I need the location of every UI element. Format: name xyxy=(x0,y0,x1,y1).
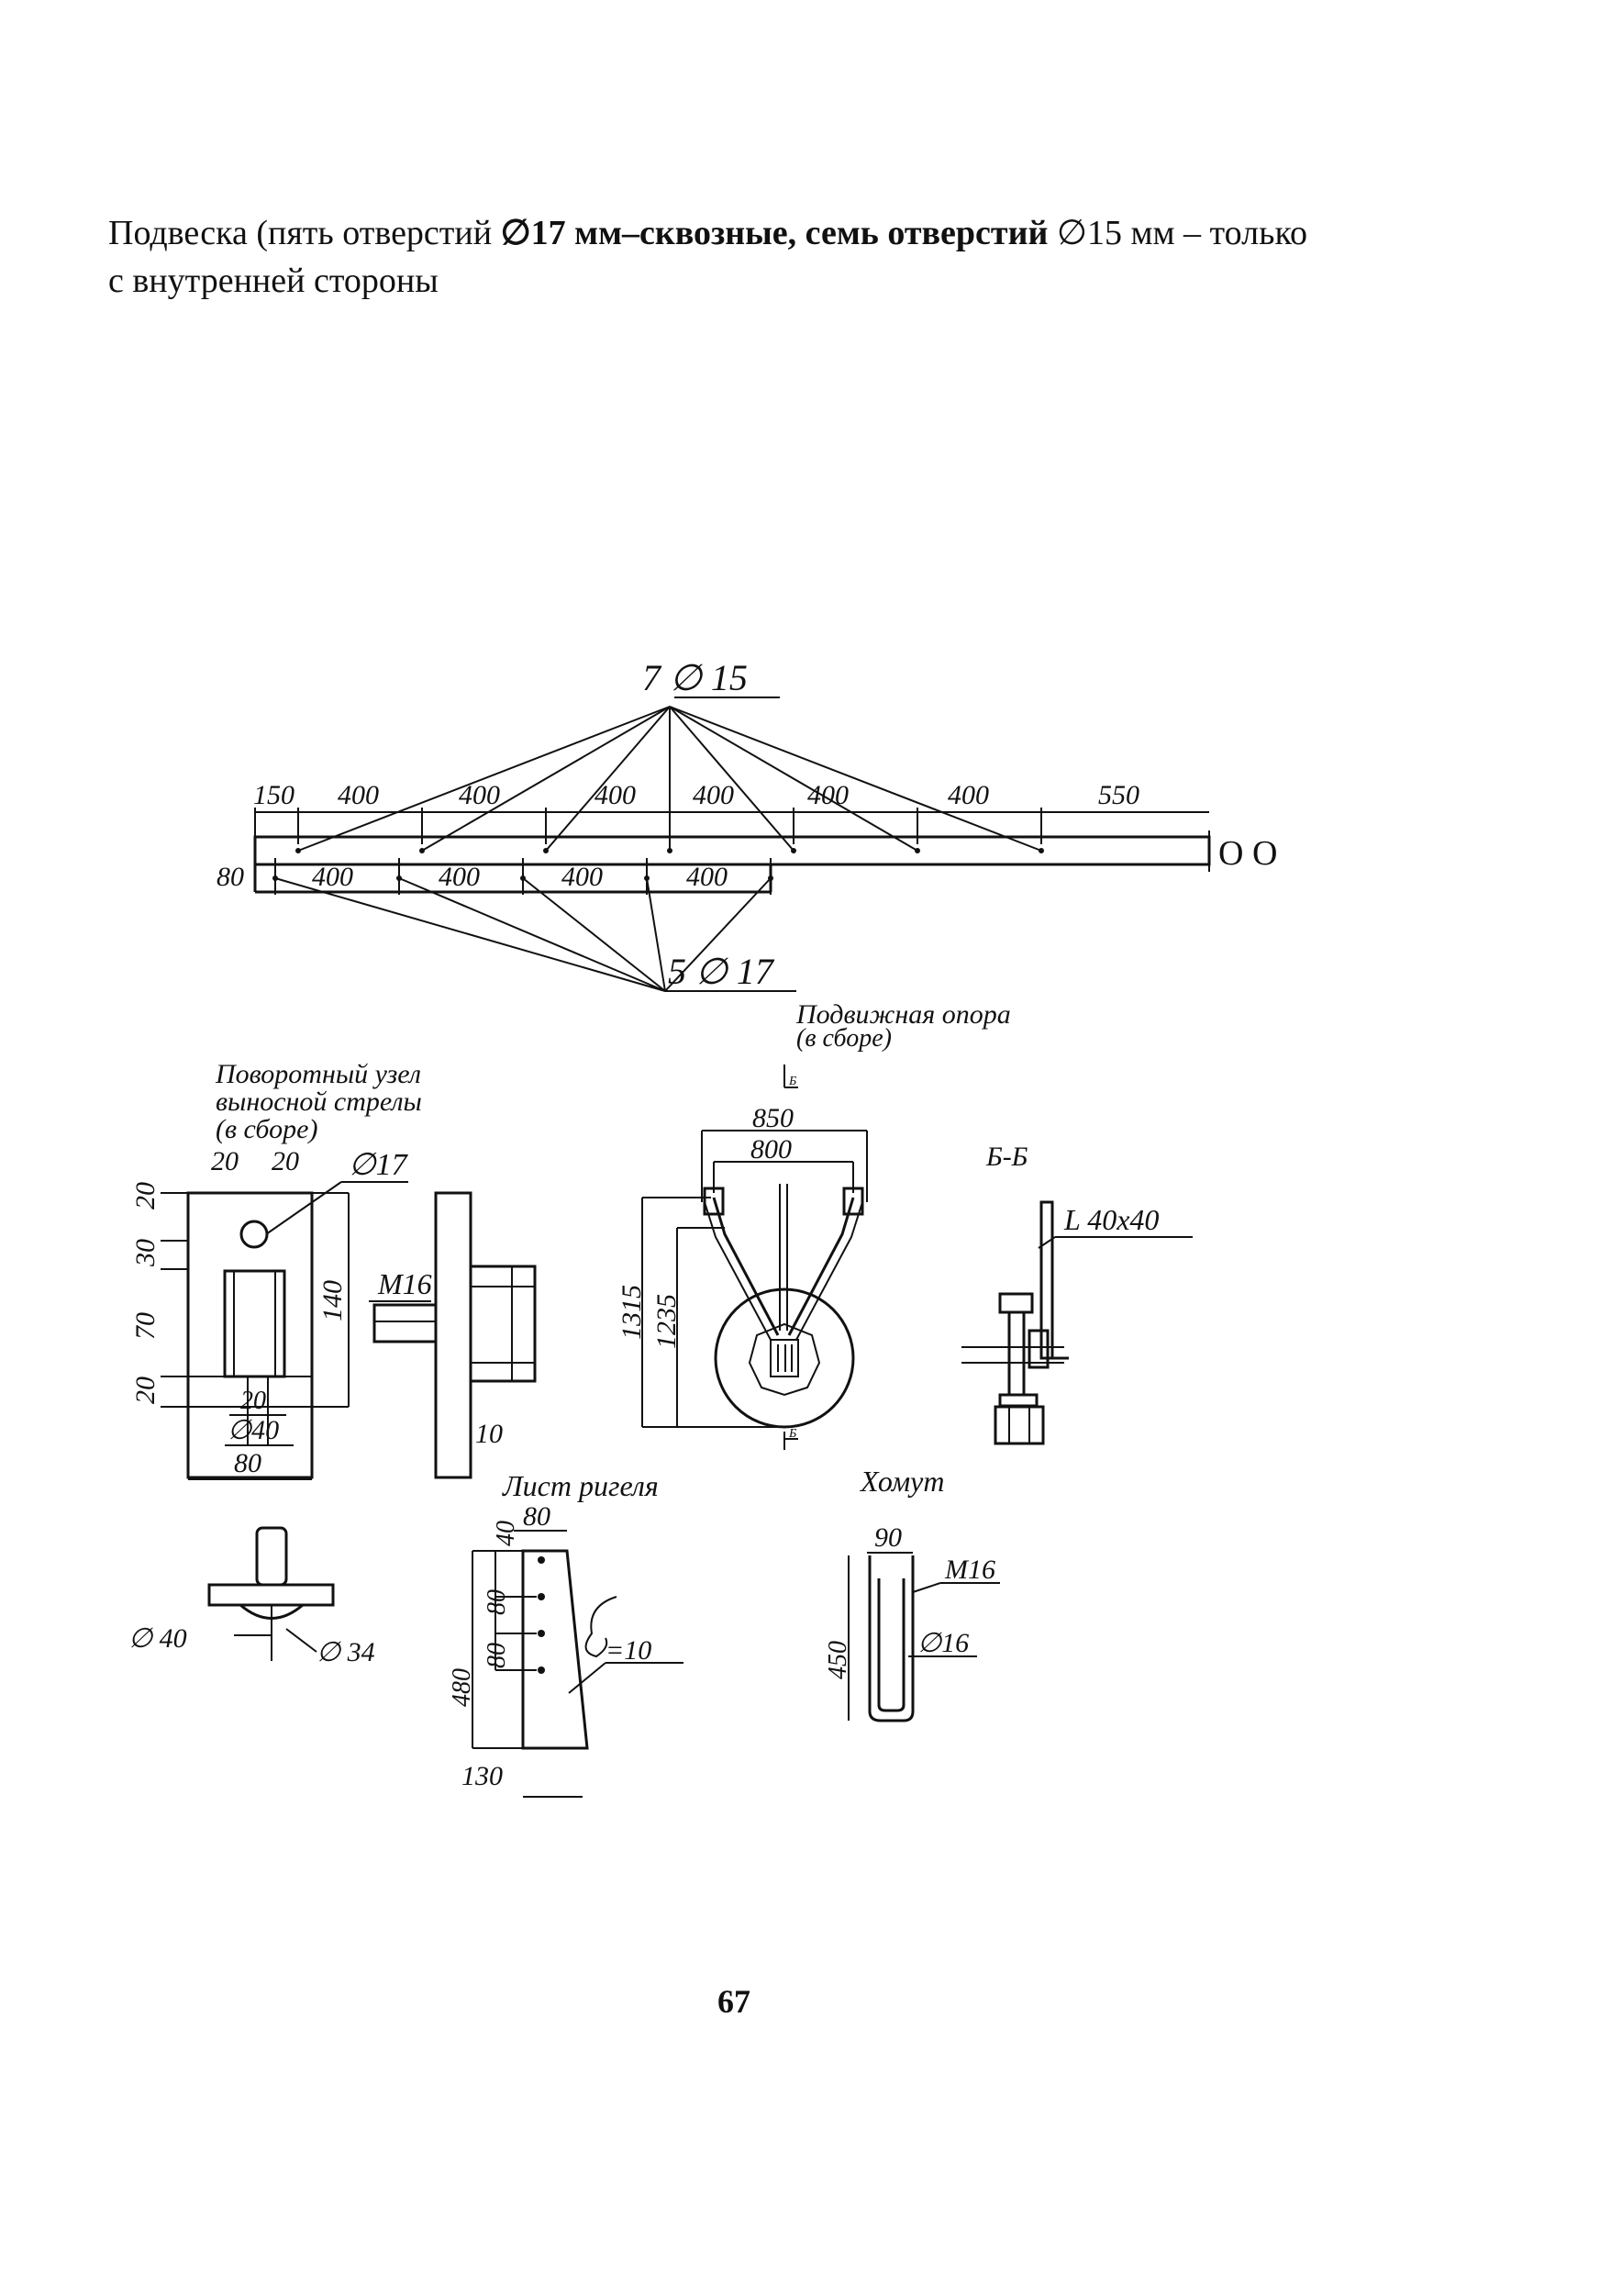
support-dim-h2: 1235 xyxy=(651,1294,682,1349)
beam-top-dim-1: 150 xyxy=(253,780,294,810)
bushing-d-outer: ∅ 40 xyxy=(128,1623,187,1654)
pivot-slot xyxy=(223,1269,286,1378)
plate-drawing: Лист ригеля 80 40 80 80 480 130 =10 xyxy=(448,1469,683,1798)
pivot-dim-thickness: 10 xyxy=(475,1419,503,1449)
support-cut-bottom: Б xyxy=(788,1427,796,1441)
clamp-title: Хомут xyxy=(859,1465,944,1498)
bushing-body xyxy=(255,1526,288,1587)
pivot-dim-dia: ∅40 xyxy=(228,1415,279,1445)
pivot-dim-bolt: M16 xyxy=(377,1267,432,1300)
support-dim-h1: 1315 xyxy=(617,1285,647,1340)
plate-outline xyxy=(521,1549,589,1750)
pivot-hole xyxy=(239,1220,269,1249)
beam-bottom-leaders xyxy=(274,877,772,992)
pivot-dim-left-b: 30 xyxy=(130,1239,161,1267)
section-title: Б-Б xyxy=(985,1142,1028,1172)
support-title-1: Подвижная опора xyxy=(795,999,1011,1030)
beam-top-leaders xyxy=(297,706,1042,852)
pivot-drawing: Поворотный узел выносной стрелы (в сборе… xyxy=(130,1059,537,1480)
support-dim-w1: 850 xyxy=(752,1103,794,1133)
support-dim-w2: 800 xyxy=(750,1134,792,1165)
pivot-dim-top-b: 20 xyxy=(272,1146,299,1176)
plate-dim-top: 80 xyxy=(523,1501,550,1532)
beam-drawing: 7 ∅ 15 O O 150 400 400 400 400 400 400 5… xyxy=(217,657,1277,992)
beam-end-mark: O O xyxy=(1218,834,1277,873)
section-angle: L 40x40 xyxy=(1063,1203,1159,1236)
plate-dim-height: 480 xyxy=(448,1668,476,1707)
pivot-dim-hole: ∅17 xyxy=(349,1148,409,1182)
page-number: 67 xyxy=(717,1983,750,2020)
plate-dim-thick: =10 xyxy=(606,1635,651,1666)
pivot-title-3: (в сборе) xyxy=(216,1114,317,1144)
pivot-title-1: Поворотный узел xyxy=(215,1059,421,1089)
bushing-drawing: ∅ 40 ∅ 34 xyxy=(128,1526,375,1667)
pivot-bolt xyxy=(372,1303,438,1343)
clamp-dim-dia: ∅16 xyxy=(917,1628,969,1658)
beam-top-dim-5: 400 xyxy=(693,780,734,810)
support-drawing: Подвижная опора (в сборе) Б 850 800 xyxy=(617,999,1011,1450)
caption-line2: с внутренней стороны xyxy=(108,262,439,300)
beam-top-dim-4: 400 xyxy=(594,780,636,810)
beam-bottom-dim-3: 400 xyxy=(561,862,603,892)
pivot-side-plate xyxy=(434,1191,472,1479)
beam-bottom-dim-1: 400 xyxy=(312,862,353,892)
clamp-dim-width: 90 xyxy=(874,1522,902,1553)
beam-top-dim-6: 400 xyxy=(807,780,849,810)
beam-top-dim-2: 400 xyxy=(338,780,379,810)
beam-top-ticks xyxy=(254,808,1042,844)
pivot-dim-width: 80 xyxy=(234,1448,261,1478)
pivot-dim-left-d: 20 xyxy=(130,1376,161,1404)
beam-top-dim-8: 550 xyxy=(1098,780,1139,810)
beam-top-label: 7 ∅ 15 xyxy=(642,657,748,698)
clamp-outer xyxy=(868,1555,915,1722)
clamp-inner xyxy=(877,1578,906,1712)
caption-line1-a: Подвеска (пять отверстий xyxy=(108,214,501,252)
clamp-drawing: Хомут 90 M16 ∅16 450 xyxy=(824,1465,1000,1722)
pivot-title-2: выносной стрелы xyxy=(216,1087,422,1117)
plate-title: Лист ригеля xyxy=(502,1469,659,1502)
beam-height-dim: 80 xyxy=(217,862,244,892)
beam-bottom-label: 5 ∅ 17 xyxy=(668,951,775,992)
pivot-dim-top-a: 20 xyxy=(211,1146,239,1176)
plate-dim-bottom: 130 xyxy=(461,1761,503,1791)
section-rail xyxy=(998,1292,1034,1314)
plate-dim-a: 40 xyxy=(492,1521,520,1546)
page-caption: Подвеска (пять отверстий ∅17 мм–сквозные… xyxy=(108,209,1448,305)
clamp-dim-height: 450 xyxy=(824,1641,852,1679)
pivot-dim-inner: 20 xyxy=(240,1387,266,1415)
pivot-dim-left-a: 20 xyxy=(130,1182,161,1209)
beam-bottom-dim-2: 400 xyxy=(439,862,480,892)
caption-line1-c: ∅15 мм – только xyxy=(1056,214,1307,252)
support-leg-left xyxy=(712,1197,780,1336)
pivot-bushing xyxy=(469,1265,537,1383)
section-drawing: Б-Б L 40x40 xyxy=(961,1142,1193,1445)
plate-dim-b: 80 xyxy=(483,1589,511,1615)
beam-top-dim-3: 400 xyxy=(459,780,500,810)
support-title-2: (в сборе) xyxy=(796,1024,892,1053)
plate-dim-c: 80 xyxy=(483,1643,511,1668)
caption-line1-b: ∅17 мм–сквозные, семь отверстий xyxy=(500,214,1057,252)
support-cut-top: Б xyxy=(788,1075,796,1088)
beam-bottom-dim-4: 400 xyxy=(686,862,728,892)
pivot-dim-height: 140 xyxy=(317,1280,348,1321)
pivot-dim-left-c: 70 xyxy=(130,1312,161,1340)
beam-top-dim-7: 400 xyxy=(948,780,989,810)
support-leg-right xyxy=(787,1197,855,1336)
bushing-flange xyxy=(207,1583,335,1607)
bushing-d-inner: ∅ 34 xyxy=(317,1637,375,1667)
clamp-dim-thread: M16 xyxy=(944,1555,995,1585)
